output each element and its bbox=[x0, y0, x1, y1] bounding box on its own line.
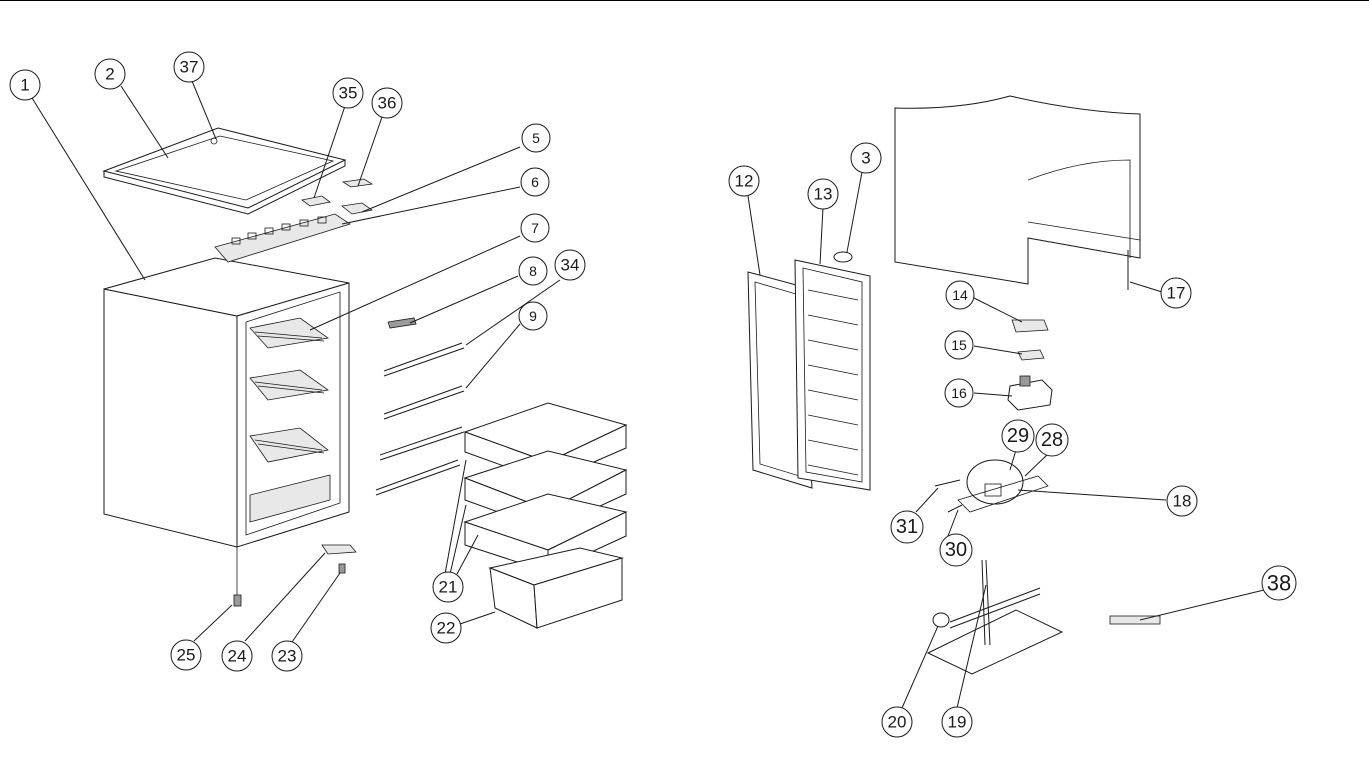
callout-23: 23 bbox=[271, 640, 303, 672]
callout-18-label: 18 bbox=[1173, 492, 1192, 511]
callout-1: 1 bbox=[9, 69, 41, 101]
callout-21: 21 bbox=[432, 571, 464, 603]
small-connector-strip bbox=[1109, 615, 1161, 625]
callout-29: 29 bbox=[1001, 419, 1035, 453]
callout-37: 37 bbox=[173, 51, 205, 83]
callout-13: 13 bbox=[807, 178, 839, 210]
callout-20-label: 20 bbox=[888, 713, 907, 732]
callout-24: 24 bbox=[221, 640, 253, 672]
callout-25: 25 bbox=[170, 639, 202, 671]
door-plug-cap bbox=[833, 251, 853, 263]
callout-1-label: 1 bbox=[20, 76, 29, 95]
callout-22-label: 22 bbox=[437, 619, 456, 638]
callout-15-label: 15 bbox=[951, 337, 967, 353]
callout-14: 14 bbox=[945, 280, 975, 310]
cabinet-shelves bbox=[249, 317, 330, 463]
callout-9-label: 9 bbox=[529, 308, 537, 324]
callout-3-label: 3 bbox=[861, 149, 870, 168]
callout-15: 15 bbox=[944, 330, 974, 360]
callout-31-label: 31 bbox=[896, 516, 918, 538]
callout-31: 31 bbox=[890, 510, 924, 544]
callout-16-label: 16 bbox=[951, 385, 967, 401]
callout-30: 30 bbox=[939, 533, 973, 567]
condenser-base-plate bbox=[926, 559, 1064, 675]
callout-8: 8 bbox=[518, 256, 548, 286]
thermostat-parts bbox=[1007, 319, 1053, 411]
callout-2: 2 bbox=[94, 58, 126, 90]
door-panel bbox=[794, 259, 871, 491]
callout-13-label: 13 bbox=[814, 185, 833, 204]
callout-37-label: 37 bbox=[180, 58, 199, 77]
top-border-line bbox=[0, 0, 1369, 1]
callout-23-label: 23 bbox=[278, 647, 297, 666]
control-panel bbox=[214, 213, 351, 263]
callout-38-label: 38 bbox=[1267, 571, 1291, 596]
callout-17: 17 bbox=[1160, 277, 1192, 309]
callout-14-label: 14 bbox=[952, 287, 968, 303]
callout-19-label: 19 bbox=[948, 713, 967, 732]
callout-28: 28 bbox=[1035, 423, 1069, 457]
top-cover-lid bbox=[102, 127, 347, 215]
callout-36: 36 bbox=[371, 87, 403, 119]
drawer-stack bbox=[463, 402, 628, 629]
callout-16: 16 bbox=[944, 378, 974, 408]
callout-28-label: 28 bbox=[1041, 429, 1063, 451]
callout-22: 22 bbox=[430, 612, 462, 644]
callout-34: 34 bbox=[554, 249, 586, 281]
callout-3: 3 bbox=[850, 142, 882, 174]
callout-7-label: 7 bbox=[531, 220, 539, 236]
callout-20: 20 bbox=[881, 706, 913, 738]
callout-30-label: 30 bbox=[945, 539, 967, 561]
small-brackets bbox=[301, 178, 374, 215]
callout-17-label: 17 bbox=[1167, 284, 1186, 303]
callout-7: 7 bbox=[520, 213, 550, 243]
callout-38: 38 bbox=[1261, 565, 1297, 601]
callout-18: 18 bbox=[1166, 485, 1198, 517]
callout-29-label: 29 bbox=[1007, 425, 1029, 447]
callout-24-label: 24 bbox=[228, 647, 247, 666]
callout-35: 35 bbox=[332, 77, 364, 109]
callout-5-label: 5 bbox=[532, 130, 540, 146]
compressor-unit bbox=[934, 459, 1049, 513]
callout-19: 19 bbox=[941, 706, 973, 738]
cabinet-body bbox=[103, 257, 350, 595]
callout-25-label: 25 bbox=[177, 646, 196, 665]
callout-6: 6 bbox=[520, 167, 550, 197]
callout-36-label: 36 bbox=[378, 94, 397, 113]
door-bins-rails bbox=[375, 317, 465, 496]
callout-12: 12 bbox=[728, 165, 760, 197]
callout-8-label: 8 bbox=[529, 263, 537, 279]
callout-2-label: 2 bbox=[105, 65, 114, 84]
callout-34-label: 34 bbox=[561, 256, 580, 275]
hinge-and-feet bbox=[233, 544, 357, 607]
callout-35-label: 35 bbox=[339, 84, 358, 103]
callout-12-label: 12 bbox=[735, 172, 754, 191]
leader-lines bbox=[31, 80, 1265, 709]
callout-21-label: 21 bbox=[439, 578, 458, 597]
callout-5: 5 bbox=[521, 123, 551, 153]
evaporator-housing bbox=[894, 95, 1141, 290]
callout-9: 9 bbox=[518, 301, 548, 331]
callout-6-label: 6 bbox=[531, 174, 539, 190]
